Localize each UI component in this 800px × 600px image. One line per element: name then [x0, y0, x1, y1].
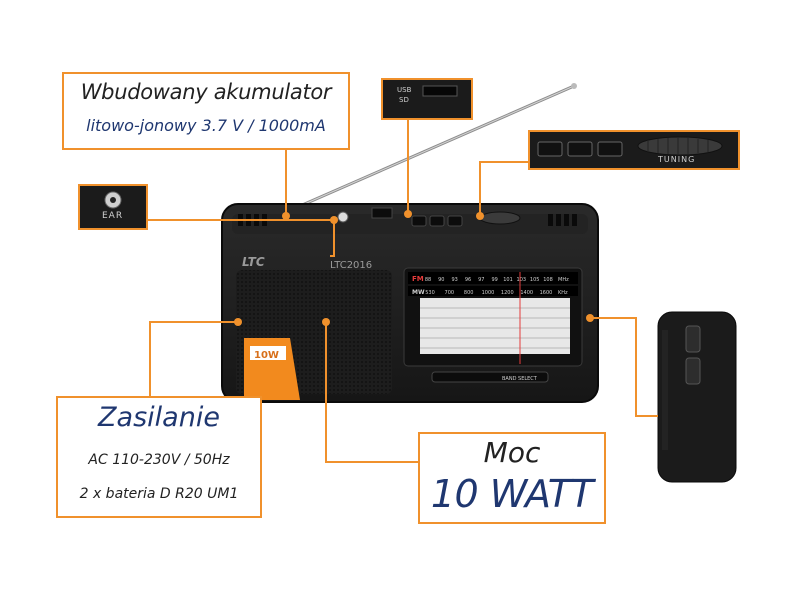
- fm-scale-tick: 96: [465, 277, 471, 283]
- battery-callout: Wbudowany akumulator litowo-jonowy 3.7 V…: [62, 72, 350, 150]
- power-supply-callout: Zasilanie AC 110-230V / 50Hz 2 x bateria…: [56, 396, 262, 518]
- earphone-jack: [337, 211, 349, 223]
- top-button-3: [447, 215, 463, 227]
- radio-side-view: [657, 311, 737, 483]
- fm-scale-tick: 108: [543, 277, 553, 283]
- control-buttons-icon: [537, 136, 723, 157]
- buttons-tuning-thumbnail: TUNING: [528, 130, 740, 170]
- mw-scale-tick: 1600: [540, 290, 553, 296]
- fm-scale-tick: 103: [517, 277, 527, 283]
- band-select-slider: [431, 371, 549, 383]
- fm-scale-tick: 93: [452, 277, 458, 283]
- mw-label: MW: [412, 289, 425, 296]
- mw-unit: KHz: [558, 290, 568, 296]
- mw-scale-tick: 1000: [482, 290, 495, 296]
- leader-side: [590, 317, 658, 417]
- usb-sd-slot: [371, 207, 393, 219]
- tuning-wheel: [479, 211, 521, 225]
- top-button-1: [411, 215, 427, 227]
- mw-scale-tick: 1200: [501, 290, 514, 296]
- mw-scale-tick: 1400: [520, 290, 533, 296]
- sd-label: SD: [399, 96, 409, 104]
- sw-bands-panel: [420, 298, 570, 354]
- fm-scale-tick: 88: [425, 277, 431, 283]
- band-select-label: BAND SELECT: [502, 376, 538, 382]
- fm-scale-tick: 90: [438, 277, 444, 283]
- ear-label: EAR: [102, 211, 124, 221]
- fm-scale-tick: 105: [530, 277, 540, 283]
- leader-buttons: [479, 161, 528, 216]
- battery-title: Wbudowany akumulator: [80, 80, 332, 104]
- power-ac-spec: AC 110-230V / 50Hz: [88, 452, 230, 468]
- mw-scale-tick: 800: [464, 290, 474, 296]
- mw-scale-tick: 700: [445, 290, 455, 296]
- fm-unit: MHz: [558, 277, 569, 283]
- fm-scale-tick: 99: [492, 277, 498, 283]
- ear-jack-thumbnail: EAR: [78, 184, 148, 230]
- output-value: 10 WATT: [430, 472, 594, 516]
- output-power-callout: Moc 10 WATT: [418, 432, 606, 524]
- mw-scale-tick: 530: [425, 290, 435, 296]
- usb-label: USB: [397, 86, 412, 94]
- fm-scale-tick: 101: [503, 277, 513, 283]
- battery-spec: litowo-jonowy 3.7 V / 1000mA: [86, 116, 326, 135]
- brand-logo: LTC: [242, 255, 265, 269]
- leader-output: [325, 322, 418, 463]
- leader-power: [149, 321, 238, 396]
- power-battery-spec: 2 x bateria D R20 UM1: [79, 486, 239, 502]
- leader-ear: [148, 219, 335, 257]
- mw-scale: 530 700 800 1000 1200 1400 1600: [425, 290, 552, 296]
- tuning-label: TUNING: [658, 155, 696, 164]
- output-title: Moc: [483, 436, 541, 469]
- power-title: Zasilanie: [98, 402, 220, 433]
- top-button-2: [429, 215, 445, 227]
- ear-jack-icon: [104, 191, 122, 209]
- fm-label: FM: [412, 275, 424, 283]
- model-label: LTC2016: [330, 260, 372, 271]
- usb-sd-slot-icon: [422, 85, 458, 97]
- fm-scale-tick: 97: [478, 277, 484, 283]
- usb-sd-thumbnail: USB SD: [381, 78, 473, 120]
- badge-power-text: 10W: [254, 350, 279, 361]
